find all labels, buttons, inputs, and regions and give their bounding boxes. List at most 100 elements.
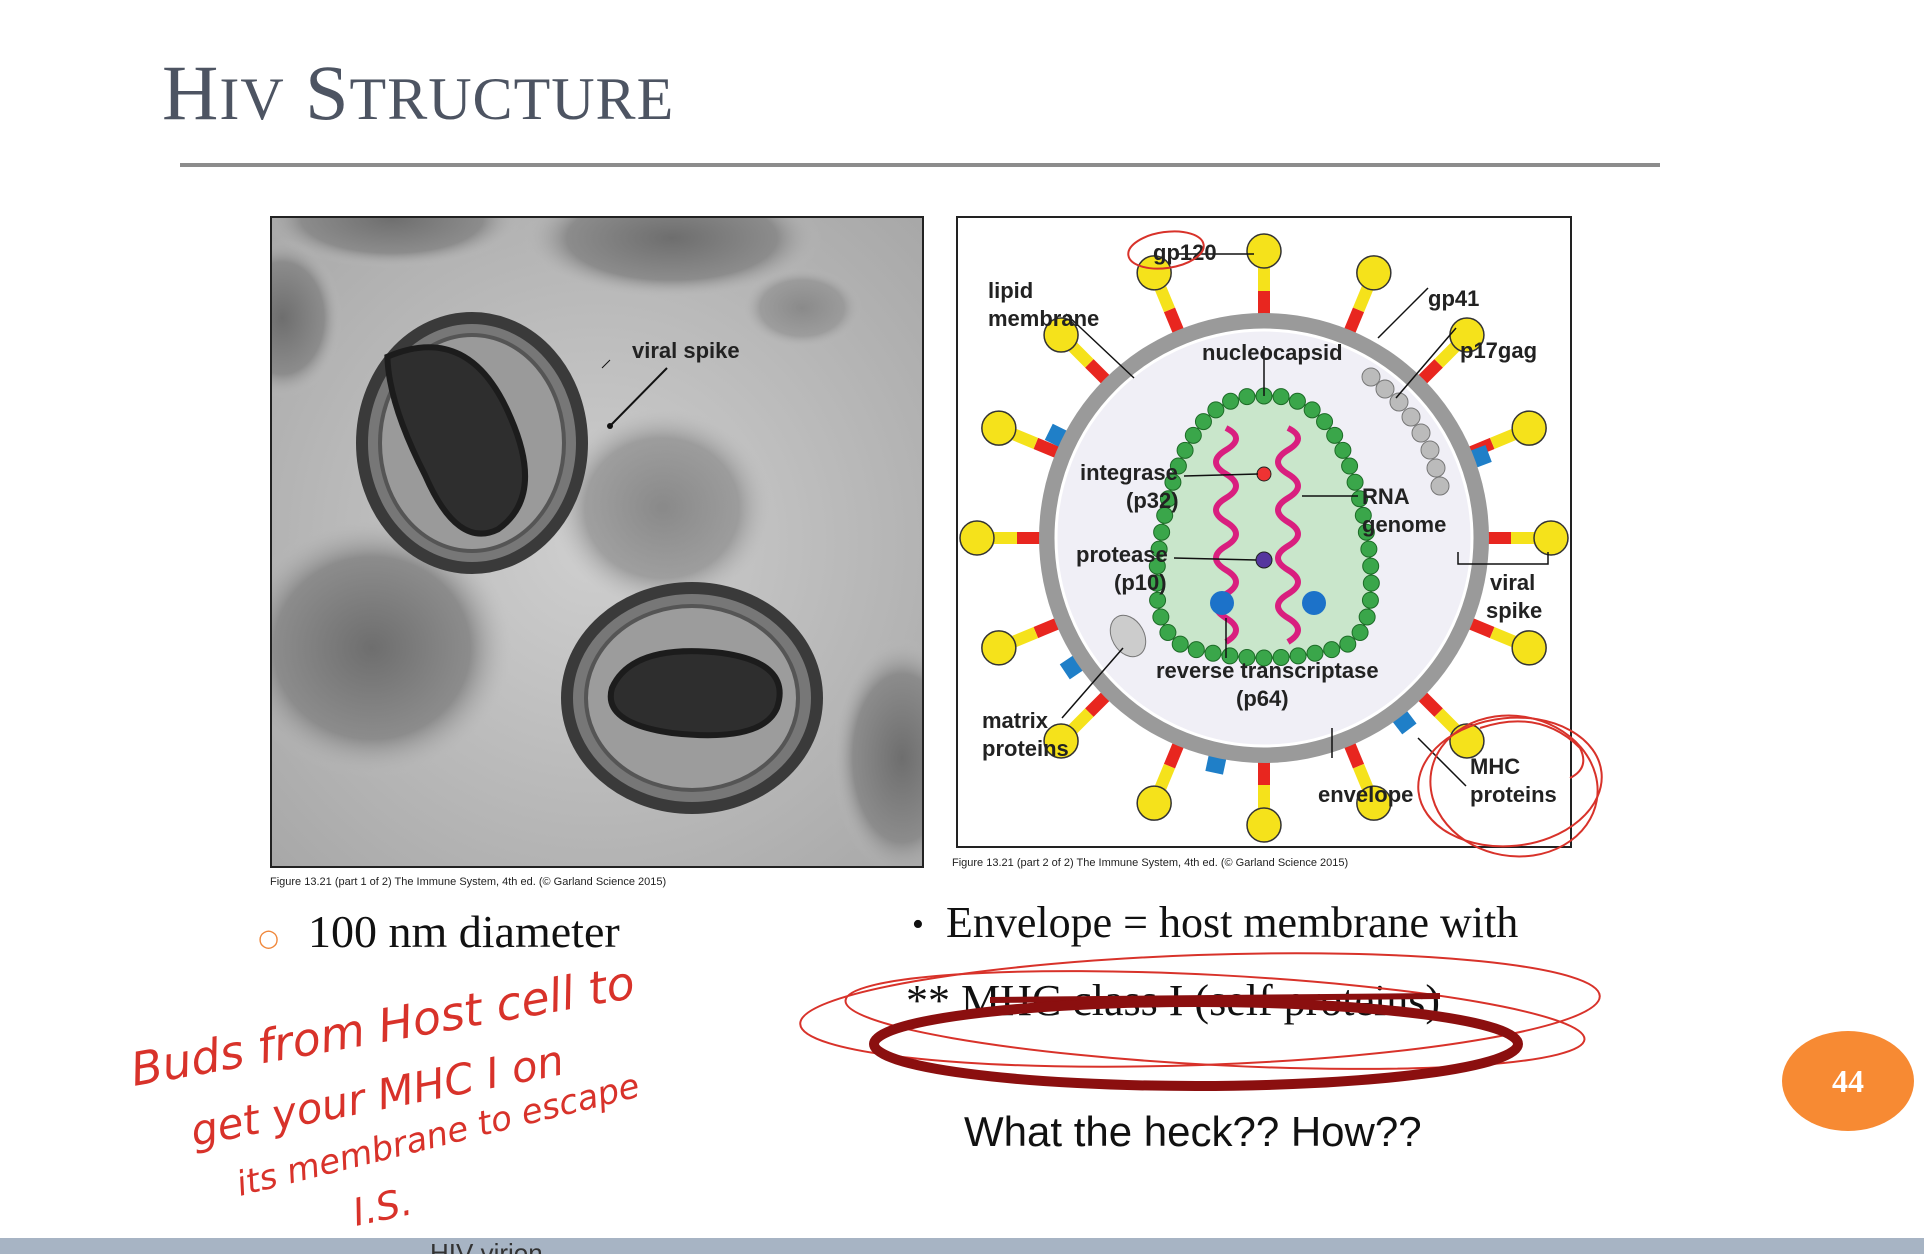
capsid-bead	[1171, 635, 1189, 653]
reverse-transcriptase-dot-2	[1302, 591, 1326, 615]
lipid-label: lipid	[988, 278, 1033, 303]
capsid-bead	[1323, 641, 1341, 659]
capsid-bead	[1358, 608, 1376, 626]
capsid-bead	[1362, 557, 1380, 575]
integrase-label: integrase	[1080, 460, 1178, 485]
capsid-bead	[1164, 473, 1182, 491]
nucleocapsid-cone	[1148, 387, 1380, 667]
gp41-label: gp41	[1428, 286, 1479, 311]
capsid-bead	[1362, 574, 1380, 592]
envelope-spike	[959, 520, 1049, 556]
title-initial-s: S	[305, 49, 350, 136]
footer-text: HIV virion	[430, 1238, 543, 1254]
mhc-label: MHC	[1470, 754, 1520, 779]
reverse-transcriptase-p64-label: (p64)	[1236, 686, 1289, 711]
reverse-transcriptase-dot-1	[1210, 591, 1234, 615]
matrix-beads	[1109, 367, 1450, 658]
capsid-bead	[1339, 635, 1357, 653]
capsid-bead	[1153, 523, 1171, 541]
virion-1	[356, 312, 588, 574]
capsid-bead	[1184, 426, 1202, 444]
bottom-bar	[0, 1238, 1924, 1254]
diagram-graphic: gp120 gp41 lipid membrane p17gag nucleoc…	[958, 218, 1570, 846]
handwriting-line-2: get your MHC I on	[187, 1035, 568, 1155]
integrase-p32-label: (p32)	[1126, 488, 1179, 513]
rna-strand-2	[1275, 425, 1301, 645]
capsid-bead	[1316, 413, 1334, 431]
matrix-label: matrix	[982, 708, 1049, 733]
protease-label: protease	[1076, 542, 1168, 567]
title-rest-tructure: TRUCTURE	[349, 66, 675, 132]
nucleocapsid-label: nucleocapsid	[1202, 340, 1343, 365]
capsid-bead	[1341, 457, 1359, 475]
slide-title: HIV STRUCTURE	[162, 48, 674, 138]
p17gag-label: p17gag	[1460, 338, 1537, 363]
capsid-bead	[1326, 426, 1344, 444]
capsid-bead	[1272, 388, 1290, 406]
capsid-bead	[1156, 506, 1174, 524]
capsid-bead	[1238, 648, 1256, 666]
hiv-structure-diagram: gp120 gp41 lipid membrane p17gag nucleoc…	[956, 216, 1572, 848]
membrane-label: membrane	[988, 306, 1099, 331]
diagram-caption: Figure 13.21 (part 2 of 2) The Immune Sy…	[952, 857, 1349, 869]
capsid-bead	[1357, 523, 1375, 541]
capsid-bead	[1159, 490, 1177, 508]
capsid-bead	[1354, 506, 1372, 524]
capsid-bead	[1148, 557, 1166, 575]
capsid-bead	[1303, 401, 1321, 419]
capsid-bead	[1361, 591, 1379, 609]
capsid-bead	[1194, 413, 1212, 431]
capsid-bead	[1148, 574, 1166, 592]
matrix-proteins-label: proteins	[982, 736, 1069, 761]
capsid-bead	[1351, 490, 1369, 508]
capsid-bead	[1176, 441, 1194, 459]
capsid-bead	[1334, 441, 1352, 459]
capsid-bead	[1351, 623, 1369, 641]
capsid-bead	[1149, 591, 1167, 609]
micrograph-caption: Figure 13.21 (part 1 of 2) The Immune Sy…	[270, 876, 667, 888]
handwriting-line-4: I.S.	[349, 1179, 416, 1234]
title-initial-h: H	[162, 49, 220, 136]
reverse-transcriptase-label: reverse transcriptase	[1156, 658, 1379, 683]
capsid-bead	[1187, 641, 1205, 659]
bullet-mhc-class-i: ** MHC class I (self proteins)	[906, 976, 1441, 1025]
protease-dot	[1255, 551, 1273, 569]
bullet-marker-circle: ○	[258, 924, 279, 952]
capsid-bead	[1222, 392, 1240, 410]
capsid-bead	[1207, 401, 1225, 419]
bullet-marker-dot: •	[912, 906, 924, 943]
capsid-bead	[1360, 540, 1378, 558]
virion-2	[561, 582, 823, 814]
capsid-bead	[1204, 644, 1222, 662]
handwriting-line-3: its membrane to escape	[233, 1066, 644, 1205]
envelope-spike	[1340, 255, 1392, 342]
capsid-bead	[1288, 392, 1306, 410]
envelope-spike	[1479, 520, 1569, 556]
envelope-label: envelope	[1318, 782, 1413, 807]
capsid-bead	[1159, 623, 1177, 641]
integrase-dot	[1256, 466, 1272, 482]
capsid-bead	[1152, 608, 1170, 626]
envelope-spike	[1460, 614, 1547, 666]
genome-label: genome	[1362, 512, 1446, 537]
capsid-bead	[1150, 540, 1168, 558]
bullet-envelope: Envelope = host membrane with	[946, 898, 1519, 947]
mhc-proteins-label: proteins	[1470, 782, 1557, 807]
capsid-bead	[1346, 473, 1364, 491]
question-text: What the heck?? How??	[964, 1108, 1422, 1155]
capsid-bead	[1272, 648, 1290, 666]
viral-spike-diagram-label-2: spike	[1486, 598, 1542, 623]
bullet-diameter: 100 nm diameter	[308, 906, 620, 957]
capsid-bead	[1255, 649, 1273, 667]
capsid-bead	[1289, 647, 1307, 665]
capsid-bead	[1169, 457, 1187, 475]
hiv-micrograph-image: viral spike	[270, 216, 924, 868]
rna-label: RNA	[1362, 484, 1410, 509]
capsid-bead	[1238, 388, 1256, 406]
viral-spike-diagram-label: viral	[1490, 570, 1535, 595]
title-rest-iv: IV	[219, 66, 285, 132]
page-number-badge: 44	[1782, 1031, 1914, 1131]
handwriting-line-1: Buds from Host cell to	[127, 955, 639, 1097]
protease-p10-label: (p10)	[1114, 570, 1167, 595]
viral-spike-label: viral spike	[632, 338, 740, 363]
